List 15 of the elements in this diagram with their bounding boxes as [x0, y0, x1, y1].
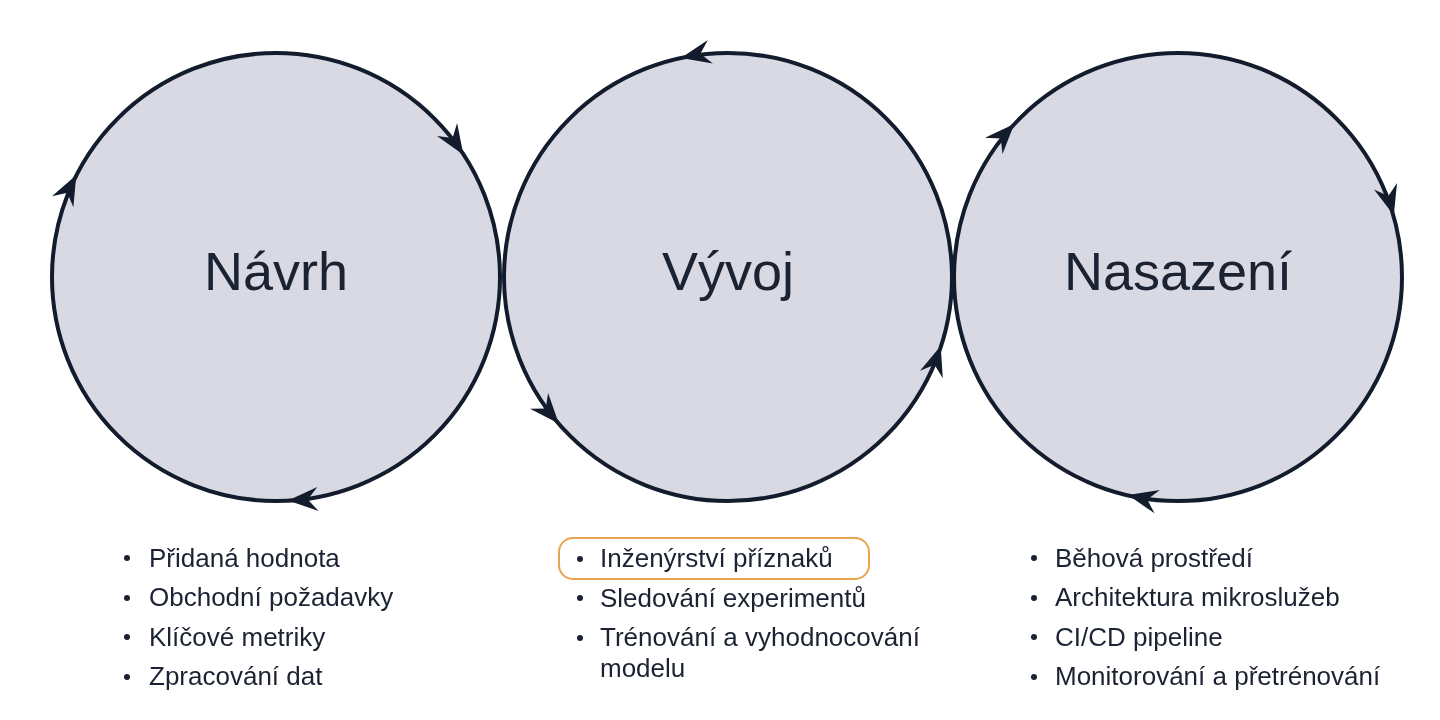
list-item-text: Obchodní požadavky [149, 582, 394, 613]
list-item-text: Sledování experimentů [600, 582, 866, 614]
phase-title: Nasazení [1063, 240, 1293, 302]
list-item-text: Trénování a vyhodnocování modelu [600, 622, 921, 684]
phase-title: Návrh [203, 240, 348, 302]
phase-title: Vývoj [661, 240, 794, 302]
list-item-text: Běhová prostředí [1055, 542, 1253, 574]
list-item-text: Monitorování a přetrénování [1055, 661, 1381, 692]
list-item-text: CI/CD pipeline [1055, 621, 1223, 653]
list-item-text: Přidaná hodnota [149, 542, 340, 574]
list-item-text: Architektura mikroslužeb [1055, 582, 1340, 613]
list-item-text: Inženýrství příznaků [600, 543, 833, 574]
list-item-text: Klíčové metriky [149, 621, 326, 653]
list-item-text: Zpracování dat [149, 661, 323, 692]
highlight-box [558, 537, 870, 580]
